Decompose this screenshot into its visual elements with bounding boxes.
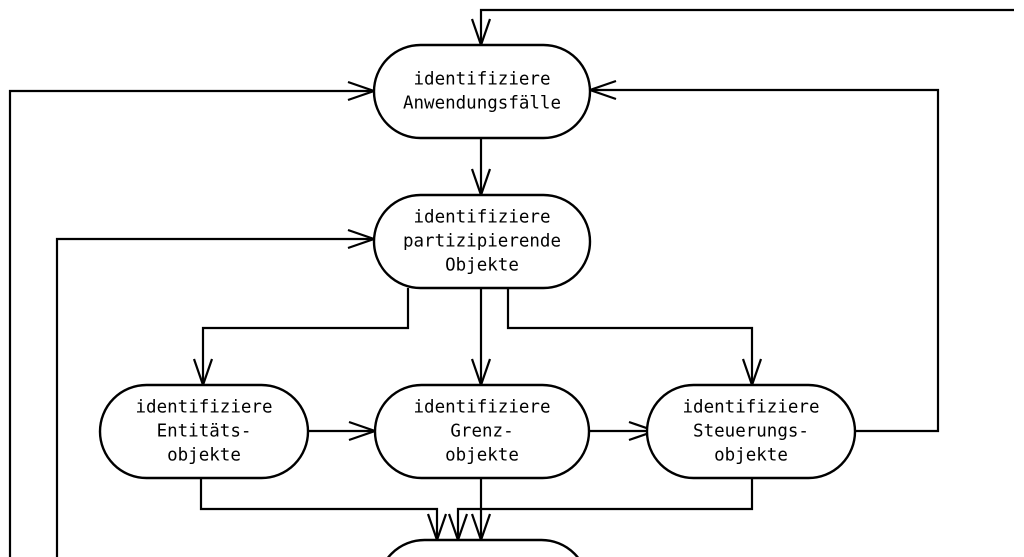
edge-partizipierende-to-steuerungs [506, 288, 763, 389]
edge-grenz-to-steuerungs [589, 420, 659, 442]
node-label-entitaets-line-3: objekte [167, 446, 241, 466]
edges-layer [8, 8, 1014, 557]
edge-return-left-outer-to-anwendungsfaelle-line [8, 89, 374, 557]
edge-entitaets-to-grenz [308, 420, 379, 442]
node-label-grenz-line-1: identifiziere [414, 398, 551, 418]
node-label-grenz-line-2: Grenz- [450, 422, 513, 442]
edge-return-left-outer-to-anwendungsfaelle [8, 80, 378, 557]
node-label-entitaets-line-1: identifiziere [136, 398, 273, 418]
edge-return-left-inner-to-partizipierende-line [55, 237, 374, 557]
edge-partizipierende-to-grenz [470, 288, 492, 389]
node-label-grenz-line-3: objekte [445, 446, 519, 466]
edge-partizipierende-to-entitaets-line [201, 288, 410, 385]
node-shape-anwendungsfaelle[interactable] [372, 43, 592, 140]
nodes-layer: identifiziereAnwendungsfälleidentifizier… [98, 43, 857, 557]
edge-return-steuerungs-to-anwendungsfaelle [586, 79, 940, 433]
edge-steuerungs-to-bottom-node-line [456, 478, 754, 540]
node-label-steuerungs-line-1: identifiziere [683, 398, 820, 418]
edge-entitaets-to-bottom-node [199, 478, 448, 544]
edge-entitaets-to-bottom-node-line [199, 478, 439, 540]
node-label-steuerungs-line-2: Steuerungs- [693, 422, 809, 442]
node-label-partizipierende-line-1: identifiziere [414, 208, 551, 228]
edge-return-steuerungs-to-anwendungsfaelle-line [590, 88, 940, 433]
node-shape-bottom-partial[interactable] [378, 538, 588, 557]
edge-return-to-anwendungsfaelle-top [470, 8, 1014, 49]
edge-anwendungsfaelle-to-partizipierende [470, 138, 492, 199]
edge-partizipierende-to-entitaets [192, 288, 410, 389]
node-label-anwendungsfaelle-line-2: Anwendungsfälle [403, 94, 561, 114]
node-label-entitaets-line-2: Entitäts- [157, 422, 252, 442]
edge-return-to-anwendungsfaelle-top-line [479, 8, 1014, 45]
node-shape-grenz[interactable] [373, 383, 591, 480]
node-shape-entitaets[interactable] [98, 383, 310, 480]
node-shape-steuerungs[interactable] [645, 383, 857, 480]
node-label-anwendungsfaelle-line-1: identifiziere [414, 70, 551, 90]
edge-steuerungs-to-bottom-node [447, 478, 754, 544]
node-bottom-node-cropped[interactable] [378, 538, 588, 557]
node-label-partizipierende-line-3: Objekte [445, 256, 519, 276]
edge-partizipierende-to-steuerungs-line [506, 288, 754, 385]
node-label-partizipierende-line-2: partizipierende [403, 232, 561, 252]
node-label-steuerungs-line-3: objekte [714, 446, 788, 466]
node-shape-partizipierende[interactable] [372, 193, 592, 290]
